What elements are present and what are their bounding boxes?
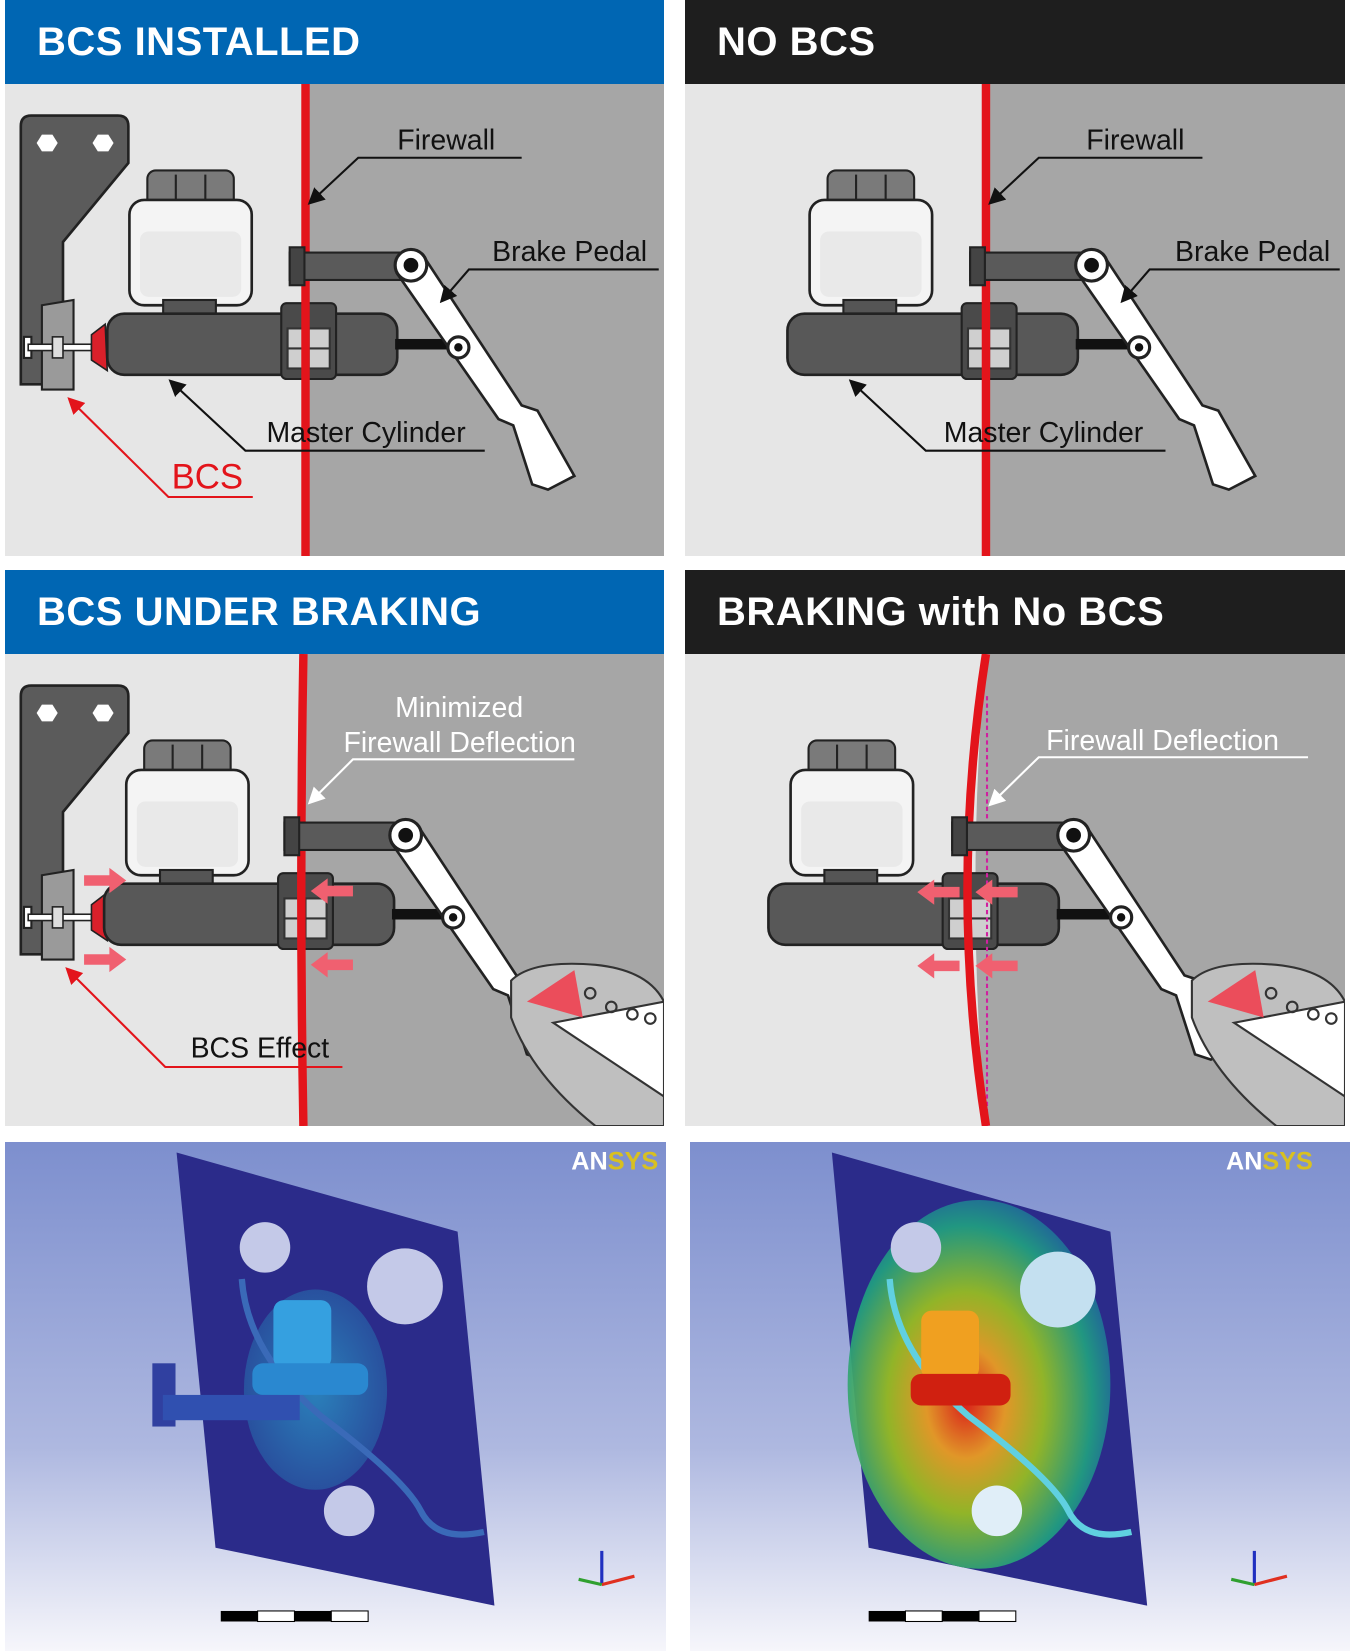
panel-braking-no-bcs: BRAKING with No BCS Firewall Deflection	[685, 570, 1345, 1126]
ansys-logo: ANSYS	[571, 1147, 658, 1175]
firewall-line	[981, 84, 991, 556]
label-firewall: Firewall	[397, 124, 495, 156]
label-firewall-deflection: Firewall Deflection	[1046, 725, 1279, 757]
panel-bcs-installed: BCS INSTALLED Firewall Brake Pedal Maste…	[5, 0, 664, 556]
label-firewall: Firewall	[1086, 124, 1184, 156]
label-firewall-deflection: Firewall Deflection	[343, 727, 575, 759]
diagram-bcs-installed: Firewall Brake Pedal Master Cylinder BCS	[5, 84, 664, 556]
scale-bar	[220, 1610, 369, 1623]
panel-title: BCS UNDER BRAKING	[5, 570, 664, 654]
simulation-no-bcs: ANSYS	[690, 1142, 1350, 1651]
panel-title: NO BCS	[685, 0, 1345, 84]
panel-bcs-under-braking: BCS UNDER BRAKING Minimized Firewall Def…	[5, 570, 664, 1126]
label-brake-pedal: Brake Pedal	[492, 236, 647, 268]
axis-triad-icon	[578, 1550, 635, 1587]
label-brake-pedal: Brake Pedal	[1175, 236, 1330, 268]
master-cylinder-model	[273, 1300, 332, 1369]
diagram-braking-no-bcs: Firewall Deflection	[685, 654, 1345, 1126]
diagram-no-bcs: Firewall Brake Pedal Master Cylinder	[685, 84, 1345, 556]
panel-title: BCS INSTALLED	[5, 0, 664, 84]
axis-triad-icon	[1230, 1550, 1288, 1587]
master-cylinder-model	[921, 1310, 980, 1380]
simulation-bcs: ANSYS	[5, 1142, 666, 1651]
label-bcs-effect: BCS Effect	[191, 1033, 330, 1065]
panel-title: BRAKING with No BCS	[685, 570, 1345, 654]
label-master-cylinder: Master Cylinder	[944, 417, 1144, 449]
label-master-cylinder: Master Cylinder	[266, 417, 465, 449]
diagram-bcs-under-braking: Minimized Firewall Deflection BCS Effect	[5, 654, 664, 1126]
firewall-line	[963, 654, 991, 1126]
firewall-line	[301, 84, 310, 556]
scale-bar	[868, 1610, 1017, 1623]
panel-no-bcs: NO BCS Firewall Brake Pedal Master Cylin…	[685, 0, 1345, 556]
firewall-line	[297, 654, 308, 1126]
label-bcs: BCS	[172, 459, 244, 497]
ansys-logo: ANSYS	[1226, 1147, 1313, 1175]
label-minimized: Minimized	[395, 692, 523, 724]
